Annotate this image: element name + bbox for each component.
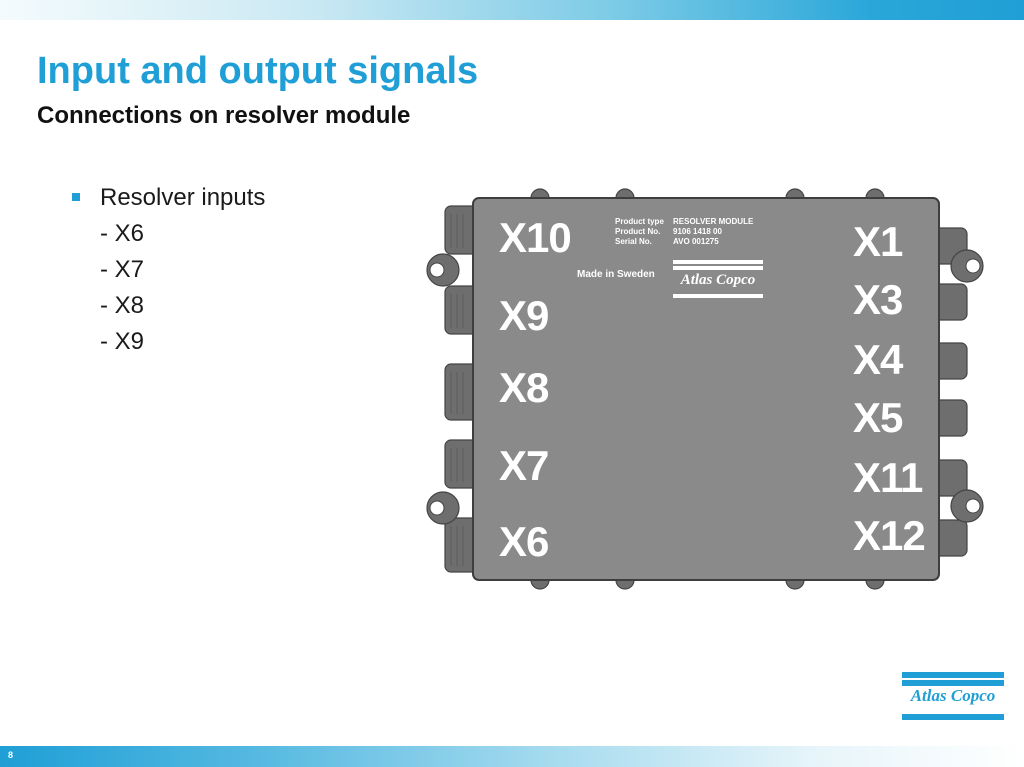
port-label-x5: X5 (853, 394, 903, 441)
port-label-x1: X1 (853, 218, 903, 265)
module-atlas-copco-logo: Atlas Copco (673, 260, 763, 304)
square-bullet-icon (72, 193, 80, 201)
sub-item: - X8 (100, 292, 145, 319)
port-label-x7: X7 (499, 442, 549, 489)
port-label-x3: X3 (853, 276, 903, 323)
bullet-text: Resolver inputs (100, 184, 266, 211)
module-logo-text: Atlas Copco (680, 272, 756, 288)
made-in-label: Made in Sweden (577, 269, 655, 280)
sub-item: - X6 (100, 220, 145, 247)
slide-title: Input and output signals (37, 50, 479, 92)
sub-item: - X9 (100, 328, 145, 355)
bottom-decorative-band (0, 746, 1024, 767)
module-drawing (426, 188, 984, 590)
port-label-x9: X9 (499, 292, 549, 339)
port-label-x12: X12 (853, 512, 926, 559)
port-label-x4: X4 (853, 336, 903, 383)
brand-logo-text: Atlas Copco (910, 686, 996, 705)
bullet-list: Resolver inputs - X6 - X7 - X8 - X9 (70, 180, 265, 360)
product-no-value: 9106 1418 00 (673, 227, 722, 236)
product-no-key: Product No. (615, 227, 661, 236)
slide-subtitle: Connections on resolver module (37, 102, 411, 129)
atlas-copco-logo: Atlas Copco (902, 672, 1004, 724)
product-type-key: Product type (615, 217, 664, 226)
port-label-x6: X6 (499, 518, 549, 565)
bullet-item: Resolver inputs (70, 180, 265, 216)
port-label-x8: X8 (499, 364, 549, 411)
sub-item: - X7 (100, 256, 145, 283)
serial-no-value: AVO 001275 (673, 237, 719, 246)
product-type-value: RESOLVER MODULE (673, 217, 754, 226)
serial-no-key: Serial No. (615, 237, 652, 246)
page-number: 8 (8, 750, 14, 760)
resolver-module-image: X10 X9 X8 X7 X6 X1 X3 X4 X5 X11 X12 Prod… (415, 188, 995, 593)
port-label-x11: X11 (853, 454, 923, 501)
top-decorative-band (0, 0, 1024, 20)
port-label-x10: X10 (499, 214, 572, 261)
